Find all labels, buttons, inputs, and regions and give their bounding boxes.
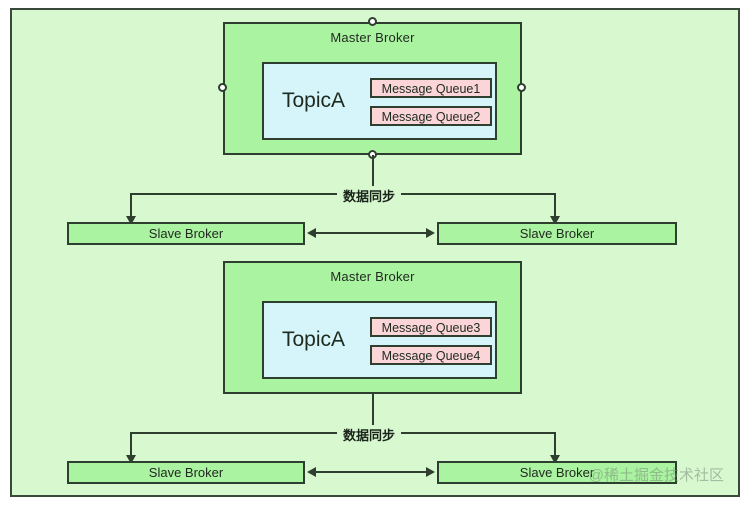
topic-box-2: TopicA Message Queue3 Message Queue4 — [262, 301, 497, 379]
arrow-slaves2-left — [307, 467, 316, 477]
slave-broker-2[interactable]: Slave Broker — [437, 222, 677, 245]
sync-label-1: 数据同步 — [337, 186, 402, 205]
port-dot-master1-top — [368, 17, 377, 26]
arrow-master1-to-slave2 — [550, 216, 560, 225]
arrow-master2-to-slave4 — [550, 455, 560, 464]
connector-slaves-1 — [311, 232, 431, 234]
connector-master2-right-drop — [554, 432, 556, 457]
message-queue-2[interactable]: Message Queue2 — [370, 106, 492, 126]
arrow-master1-to-slave1 — [126, 216, 136, 225]
topic-box-1: TopicA Message Queue1 Message Queue2 — [262, 62, 497, 140]
message-queue-4[interactable]: Message Queue4 — [370, 345, 492, 365]
slave-broker-4[interactable]: Slave Broker — [437, 461, 677, 484]
arrow-slaves1-right — [426, 228, 435, 238]
connector-master1-right-drop — [554, 193, 556, 218]
message-queue-3[interactable]: Message Queue3 — [370, 317, 492, 337]
master-broker-1[interactable]: Master Broker TopicA Message Queue1 Mess… — [223, 22, 522, 155]
master-broker-1-title: Master Broker — [330, 30, 415, 45]
connector-master2-stem — [372, 394, 374, 432]
topic-label-2: TopicA — [282, 328, 346, 351]
topic-label-1: TopicA — [282, 89, 346, 112]
slave-broker-1[interactable]: Slave Broker — [67, 222, 305, 245]
message-queue-1[interactable]: Message Queue1 — [370, 78, 492, 98]
watermark: @稀土掘金技术社区 — [588, 467, 724, 484]
master-broker-2[interactable]: Master Broker TopicA Message Queue3 Mess… — [223, 261, 522, 394]
connector-master2-left-drop — [130, 432, 132, 457]
sync-label-2: 数据同步 — [337, 425, 402, 444]
arrow-slaves2-right — [426, 467, 435, 477]
connector-slaves-2 — [311, 471, 431, 473]
port-dot-master1-right — [517, 83, 526, 92]
slave-broker-3[interactable]: Slave Broker — [67, 461, 305, 484]
port-dot-master1-left — [218, 83, 227, 92]
master-broker-2-title: Master Broker — [330, 269, 415, 284]
arrow-master2-to-slave3 — [126, 455, 136, 464]
outer-frame: Master Broker TopicA Message Queue1 Mess… — [10, 8, 740, 497]
connector-master1-stem — [372, 155, 374, 193]
arrow-slaves1-left — [307, 228, 316, 238]
connector-master1-left-drop — [130, 193, 132, 218]
